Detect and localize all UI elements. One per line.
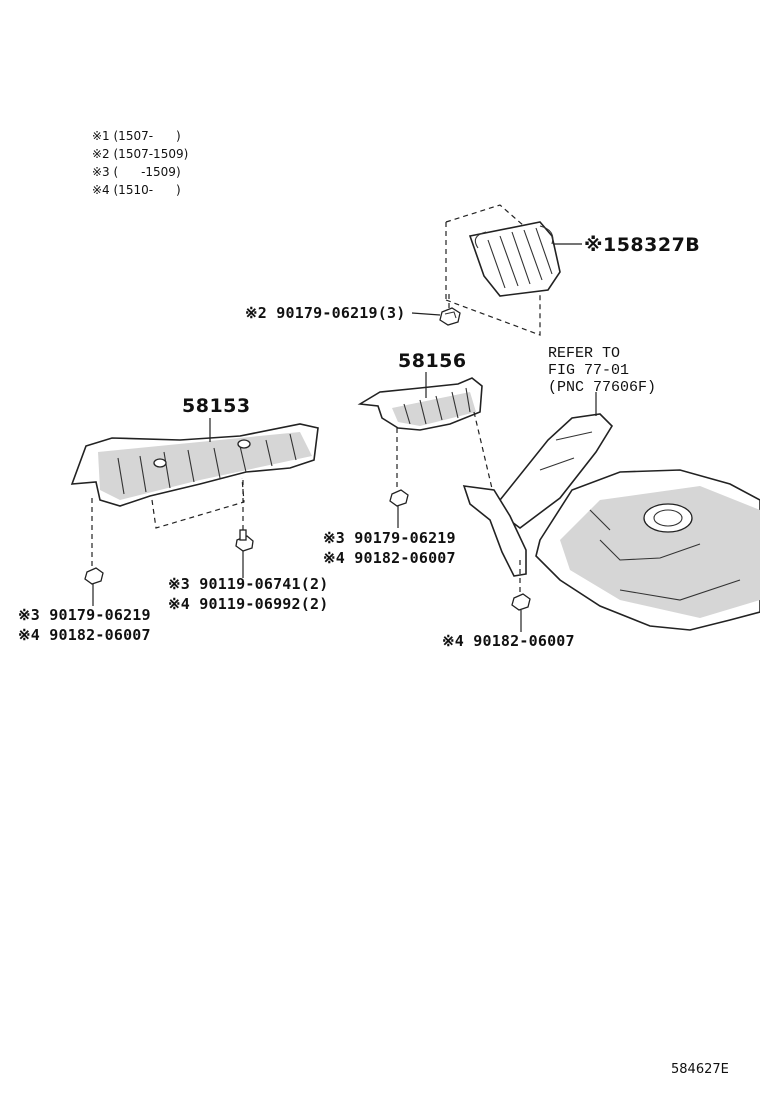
part-label-nut-right-4[interactable]: ※4 90182-06007	[442, 632, 575, 650]
production-date-legend: ※1 (1507- ) ※2 (1507-1509) ※3 ( -1509) ※4 (…	[92, 127, 188, 199]
part-label-nut-mid-4[interactable]: ※4 90182-06007	[323, 549, 456, 567]
fuel-tank	[535, 469, 760, 631]
heat-insulator-58153	[70, 418, 319, 570]
heat-insulator-58156	[357, 372, 507, 549]
legend-item-3: ※3 ( -1509)	[92, 165, 181, 179]
part-label-nut-left-4[interactable]: ※4 90182-06007	[18, 626, 151, 644]
part-label-58327b[interactable]: ※158327B	[584, 234, 701, 256]
part-label-58153[interactable]: 58153	[182, 395, 251, 417]
part-label-bolt-4[interactable]: ※4 90119-06992(2)	[168, 595, 329, 613]
legend-item-1: ※1 (1507- )	[92, 129, 181, 143]
part-label-58156[interactable]: 58156	[398, 350, 467, 372]
legend-item-4: ※4 (1510- )	[92, 183, 181, 197]
bolt-left-bracket	[235, 529, 254, 578]
part-label-bolt-3[interactable]: ※3 90119-06741(2)	[168, 575, 329, 593]
part-label-nut-mid-3[interactable]: ※3 90179-06219	[323, 529, 456, 547]
heat-insulator-58327b	[445, 204, 582, 336]
part-label-nut-left-3[interactable]: ※3 90179-06219	[18, 606, 151, 624]
refer-note: REFER TO FIG 77-01 (PNC 77606F)	[548, 345, 657, 396]
figure-id: 584627E	[671, 1062, 729, 1077]
filler-pipe	[462, 392, 614, 596]
part-label-nut-top[interactable]: ※2 90179-06219(3)	[245, 304, 406, 322]
legend-item-2: ※2 (1507-1509)	[92, 147, 189, 161]
nut-right	[511, 593, 531, 632]
nut-left	[84, 567, 104, 606]
nut-mid	[389, 489, 409, 528]
nut-top	[411, 294, 461, 326]
